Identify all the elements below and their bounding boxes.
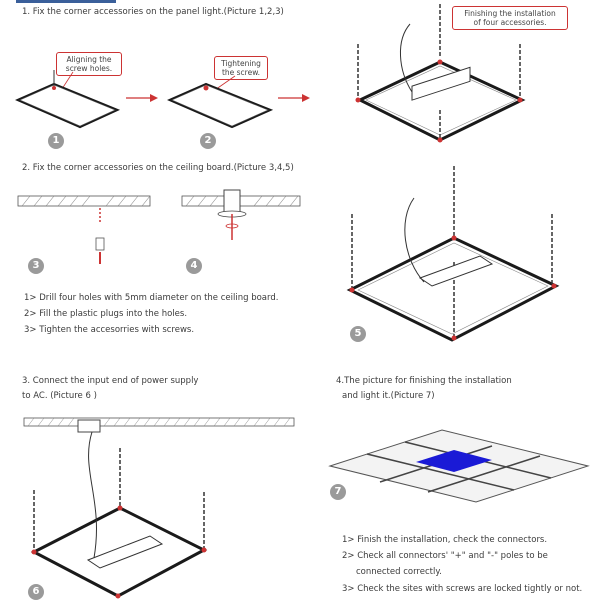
badge-picture-1: 1 [48,133,64,149]
step4-item-1: 1> Finish the installation, check the co… [342,535,548,545]
step4-heading-line1: 4.The picture for finishing the installa… [336,376,512,386]
step4-item-3: 3> Check the sites with screws are locke… [342,584,583,594]
badge-picture-6: 6 [28,584,44,600]
step2-heading: 2. Fix the corner accessories on the cei… [22,163,294,173]
callout-align-line2: screw holes. [65,64,113,73]
picture6-ceiling-with-panel [23,417,295,599]
picture-panel-four-accessories [355,4,526,143]
step4-item-2-cont: connected correctly. [356,567,442,577]
callout-tighten-line2: the screw. [221,68,261,77]
step4-heading-line2: and light it.(Picture 7) [342,391,435,401]
picture3-ceiling-board [17,195,151,264]
step2-item-3: 3> Tighten the accesorries with screws. [24,325,195,335]
badge-picture-3: 3 [28,258,44,274]
picture4-ceiling-accessory [181,189,301,240]
badge-picture-4: 4 [186,258,202,274]
badge-picture-2: 2 [200,133,216,149]
badge-picture-5: 5 [350,326,366,342]
picture7-ceiling-grid-lit [328,429,590,503]
step4-item-2: 2> Check all connectors' "+" and "-" pol… [342,551,548,561]
step3-heading-line1: 3. Connect the input end of power supply [22,376,199,386]
callout-finish-line2: of four accessories. [473,18,547,27]
arrow-right-2 [278,94,310,102]
callout-tighten-screw: Tightening the screw. [214,56,268,80]
step2-item-2: 2> Fill the plastic plugs into the holes… [24,309,188,319]
step2-item-1: 1> Drill four holes with 5mm diameter on… [24,293,279,303]
step3-heading-line2: to AC. (Picture 6 ) [22,391,97,401]
badge-picture-7: 7 [330,484,346,500]
callout-align-line1: Aligning the [66,55,112,64]
header-bar [16,0,116,3]
arrow-right-1 [126,94,158,102]
picture1-corner [15,70,121,129]
callout-tighten-line1: Tightening [221,59,261,68]
callout-finish-installation: Finishing the installation of four acces… [452,6,568,30]
callout-align-screw-holes: Aligning the screw holes. [56,52,122,76]
picture5-panel-with-rods [346,166,560,342]
callout-finish-line1: Finishing the installation [464,9,556,18]
picture2-corner [167,75,274,129]
step1-heading: 1. Fix the corner accessories on the pan… [22,7,284,17]
